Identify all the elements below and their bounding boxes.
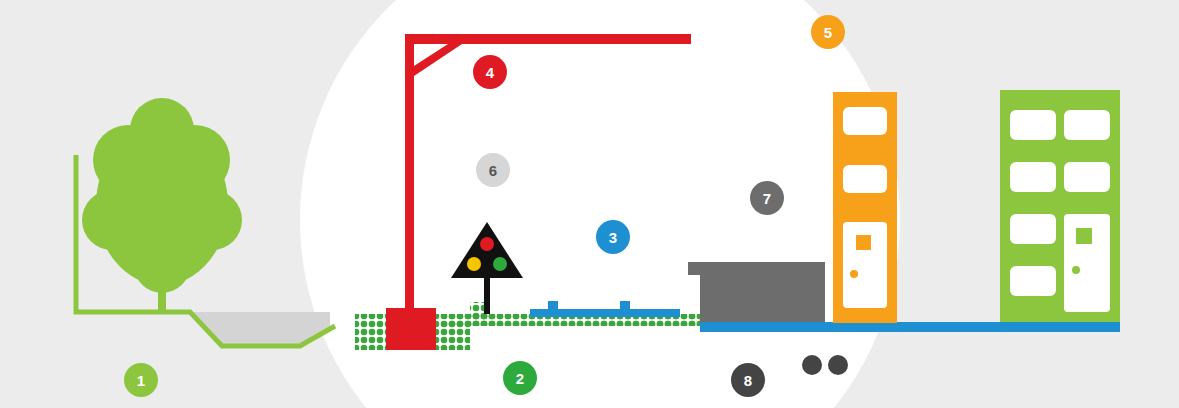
track-bed [355, 302, 700, 350]
callout-number: 4 [486, 65, 494, 80]
bed-gap [470, 326, 700, 350]
callout-number: 7 [763, 191, 771, 206]
ground-line [700, 322, 1120, 332]
callout-number: 5 [824, 25, 832, 40]
callout-circle: 7 [750, 181, 784, 215]
traffic-signal [451, 222, 523, 314]
callout-number: 2 [516, 371, 524, 386]
crane [386, 34, 691, 350]
callout-number: 3 [609, 230, 617, 245]
green-building [1000, 90, 1120, 322]
tree-canopy [82, 98, 242, 293]
callout-number: 1 [137, 373, 145, 388]
callout-number: 6 [489, 163, 497, 178]
orange-building [833, 92, 897, 323]
callout-circle: 2 [503, 361, 537, 395]
callout-circle: 8 [731, 363, 765, 397]
callout-circle: 3 [596, 220, 630, 254]
callout-circle: 1 [124, 363, 158, 397]
callout-circle: 5 [811, 15, 845, 49]
focus-circle [300, 0, 900, 408]
callout-circle: 6 [476, 153, 510, 187]
dot [828, 355, 848, 375]
rail-platform [530, 301, 680, 317]
callout-number: 8 [744, 373, 752, 388]
grey-block [688, 262, 825, 322]
callout-circle: 4 [473, 55, 507, 89]
dot [802, 355, 822, 375]
